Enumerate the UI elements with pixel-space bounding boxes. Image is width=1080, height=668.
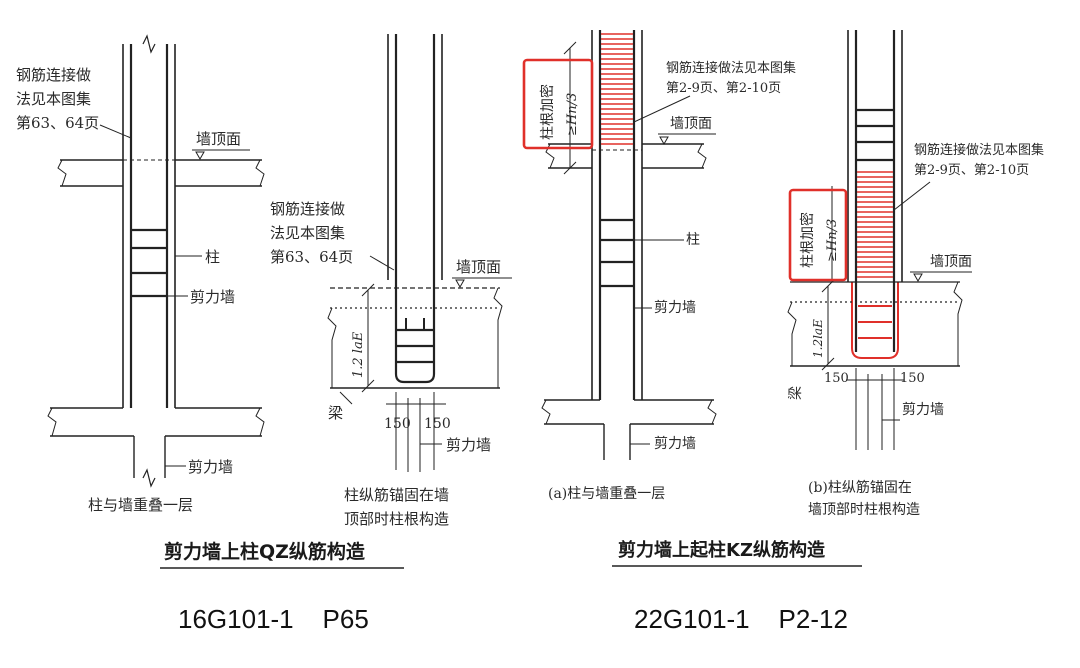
sub2-note-line: 法见本图集	[270, 224, 345, 242]
subA-column-label: 柱	[686, 232, 700, 248]
subA-note-leader	[633, 95, 691, 123]
sub1-wall-top-label: 墙顶面	[196, 130, 241, 148]
subB-shear-wall-label: 剪力墙	[902, 402, 944, 418]
sub2-note-line: 第63、64页	[270, 248, 353, 266]
sub1-slab-break-right	[255, 159, 265, 187]
subB-dim-left-label: 150	[824, 371, 849, 386]
sub1-caption: 柱与墙重叠一层	[88, 496, 193, 514]
sub2-shear-wall-label: 剪力墙	[446, 436, 491, 454]
sub2-note-leader	[369, 255, 395, 271]
sub1-slab-break-left	[57, 159, 67, 187]
subB-beam-label: 梁	[788, 386, 804, 400]
subB-wall-top-label: 墙顶面	[930, 254, 972, 270]
sub2-note-line: 钢筋连接做	[270, 200, 345, 218]
subA-shear-wall-label: 剪力墙	[654, 300, 696, 316]
left-reference-label: 16G101-1 P65	[178, 604, 369, 634]
sub2-rebar-hook	[394, 373, 436, 384]
subB-caption-line: 墙顶部时柱根构造	[808, 502, 920, 518]
sub1-lower-break-left	[47, 407, 57, 437]
sub2-break-right	[493, 287, 503, 388]
subB-break-right	[953, 281, 963, 366]
sub2-break-left	[327, 307, 337, 388]
left-figure-caption: 剪力墙上柱QZ纵筋构造	[164, 540, 366, 563]
sub2-anchor-length-label: 1.2 laE	[351, 331, 366, 378]
sub1-note-leader	[99, 124, 132, 139]
subA-wall-top-label: 墙顶面	[670, 116, 712, 132]
sub1-note-line: 第63、64页	[16, 114, 99, 132]
subA-caption: (a)柱与墙重叠一层	[548, 486, 665, 502]
sub2-dim-left-label: 150	[384, 416, 411, 432]
subB-anchor-dim-tick	[821, 357, 835, 371]
sub1-drawing	[47, 34, 265, 488]
subA-root-label: 柱根加密	[539, 84, 556, 140]
subB-root-label: 柱根加密	[799, 212, 816, 268]
sub1-wall-top-marker	[195, 151, 205, 161]
subA-root-highlight-box	[522, 58, 594, 150]
sub1-break-mark-bottom	[142, 468, 156, 488]
sub2-dim-right-label: 150	[424, 416, 451, 432]
subB-note-leader	[893, 181, 931, 211]
subA-slab-break-right	[697, 143, 707, 169]
subA-drawing	[522, 30, 717, 460]
sub1-note-line: 法见本图集	[16, 90, 91, 108]
sub2-drawing	[327, 34, 512, 472]
right-figure-caption: 剪力墙上起柱KZ纵筋构造	[618, 539, 825, 561]
subA-lower-break-right	[707, 399, 717, 425]
subA-root-stirrups	[601, 33, 633, 145]
sub1-break-mark-top	[142, 34, 156, 54]
sub2-labels: 钢筋连接做 法见本图集 第63、64页 墙顶面 1.2 laE 梁 150 15…	[270, 200, 501, 528]
sub2-beam-label: 梁	[328, 404, 343, 422]
subB-labels: 柱根加密 ≥Hn/3 钢筋连接做法见本图集 第2-9页、第2-10页 墙顶面 1…	[788, 142, 1044, 518]
subB-anchor-rebar	[851, 282, 899, 359]
subB-root-length: ≥Hn/3	[825, 219, 840, 262]
sub1-lower-break-right	[255, 407, 265, 437]
right-reference-label: 22G101-1 P2-12	[634, 604, 848, 634]
subA-labels: 柱根加密 ≥Hn/3 钢筋连接做法见本图集 第2-9页、第2-10页 墙顶面 柱…	[539, 60, 796, 502]
sub2-beam-leader	[339, 391, 353, 405]
subB-break-left	[787, 301, 797, 366]
subA-root-dim-tick	[563, 161, 577, 175]
sub1-shear-wall-label: 剪力墙	[190, 288, 235, 306]
subB-drawing	[787, 30, 972, 450]
subA-root-length: ≥Hn/3	[565, 93, 580, 136]
subB-wall-top-marker	[913, 273, 923, 283]
sub1-labels: 钢筋连接做 法见本图集 第63、64页 墙顶面 柱 剪力墙 剪力墙 柱与墙重叠一…	[16, 66, 241, 514]
sub2-caption-line: 柱纵筋锚固在墙	[344, 486, 449, 504]
sub2-anchor-dim-tick	[361, 379, 375, 393]
sub2-wall-top-marker	[455, 279, 465, 289]
subA-note-line: 钢筋连接做法见本图集	[666, 60, 796, 76]
subB-anchor-length-label: 1.2laE	[811, 319, 825, 358]
sub1-shear-wall-bottom-label: 剪力墙	[188, 458, 233, 476]
subB-note-line: 钢筋连接做法见本图集	[914, 142, 1044, 158]
subA-shear-wall-bottom-label: 剪力墙	[654, 436, 696, 452]
sub2-anchor-dim-tick	[361, 283, 375, 297]
subB-caption-line: (b)柱纵筋锚固在	[808, 479, 912, 496]
subB-root-stirrups	[857, 171, 893, 278]
subA-root-dim-tick	[563, 41, 577, 55]
subB-root-highlight-box	[788, 188, 848, 282]
subB-dim-right-label: 150	[900, 371, 925, 386]
sub2-caption-line: 顶部时柱根构造	[344, 510, 449, 528]
subA-wall-top-marker	[659, 136, 669, 146]
sub1-note-line: 钢筋连接做	[16, 66, 91, 84]
subA-lower-break-left	[541, 399, 551, 425]
sub1-column-label: 柱	[205, 248, 220, 266]
sub2-wall-top-label: 墙顶面	[456, 258, 501, 276]
subB-note-line: 第2-9页、第2-10页	[914, 163, 1029, 178]
subA-note-line: 第2-9页、第2-10页	[666, 81, 781, 96]
